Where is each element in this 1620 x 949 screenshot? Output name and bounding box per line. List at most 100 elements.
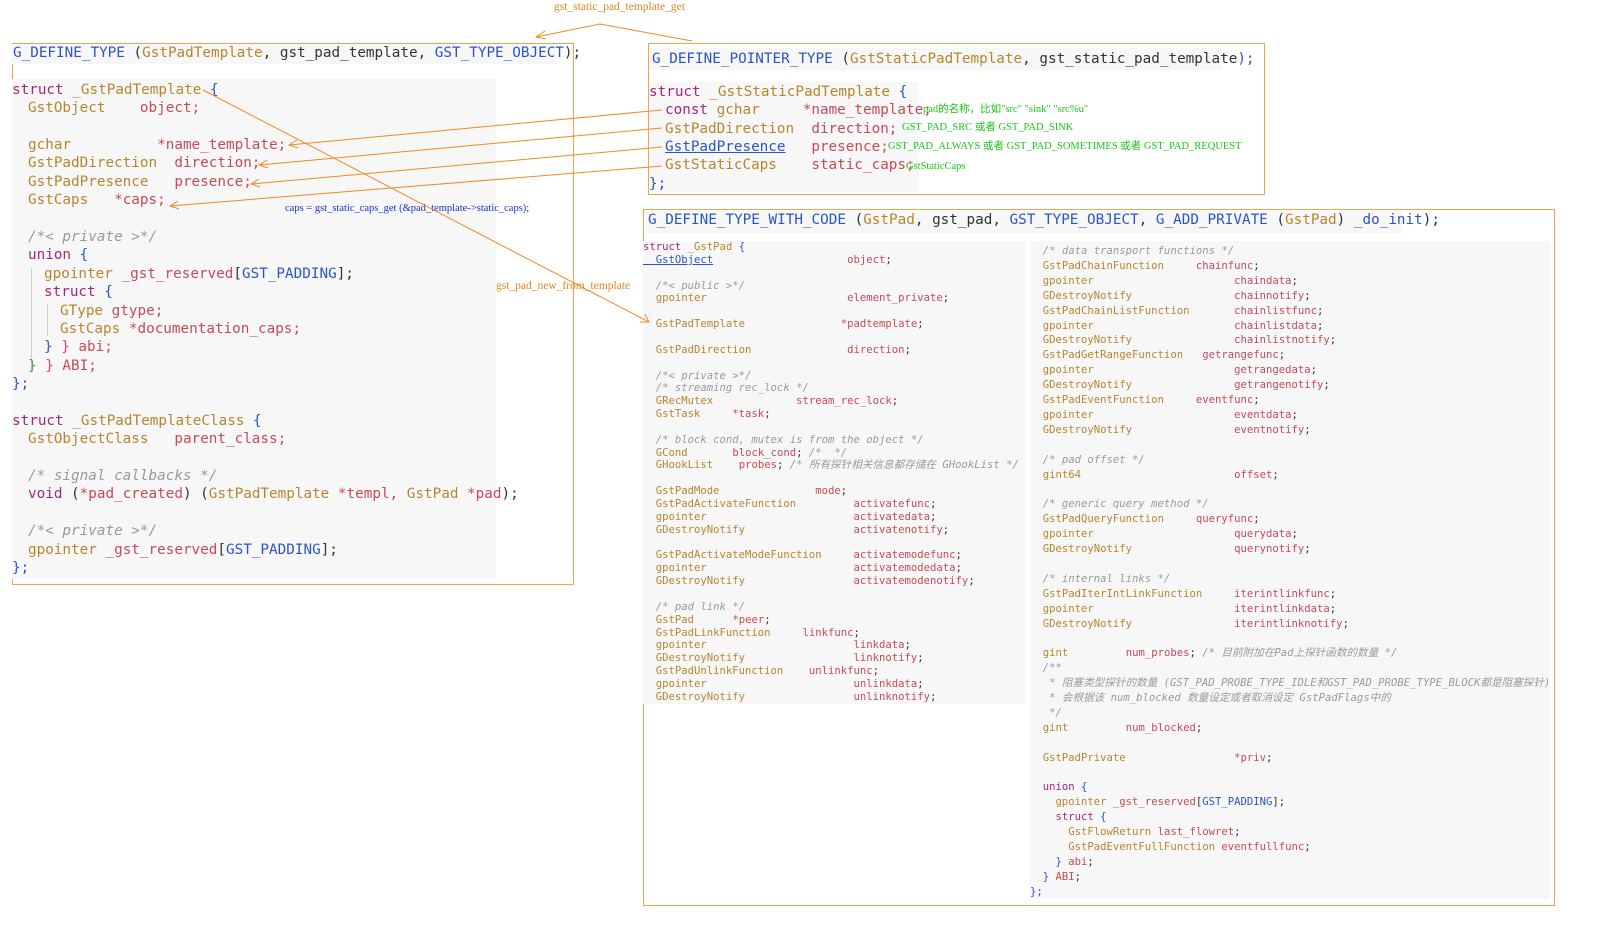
code-token: ; (1291, 274, 1298, 287)
presence-arrow (250, 146, 663, 185)
field-presence: GstPadPresence presence; (28, 174, 252, 190)
code-token: offset (1234, 468, 1273, 481)
g-define-type-with-code-line: G_DEFINE_TYPE_WITH_CODE (GstPad, gst_pad… (648, 212, 1440, 228)
code-token: } (1030, 855, 1069, 868)
field-direction: GstPadDirection direction; (28, 155, 261, 171)
code-token: { (732, 241, 746, 253)
static-caps-note: GstStaticCaps (906, 161, 966, 172)
code-line: gpointer chainlistdata; (1030, 319, 1324, 332)
code-token: activatemodefunc (853, 549, 956, 562)
code-token: union (1030, 781, 1075, 794)
code-line: GstPadDirection direction; (643, 343, 911, 356)
static-field-direction: GstPadDirection direction; (665, 121, 898, 137)
code-token: linknotify (853, 652, 918, 665)
code-token: struct (643, 241, 688, 253)
field-gtype: GType gtype; (60, 303, 164, 319)
code-line: } ABI; (1030, 870, 1082, 883)
code-line: */ (1030, 708, 1062, 719)
code-line: gpointer unlinkdata; (643, 679, 924, 690)
code-token: ; (917, 318, 924, 331)
code-token: ; (840, 485, 848, 498)
code-token: ; (942, 292, 950, 305)
code-token: GDestroyNotify (1030, 423, 1133, 436)
code-line: gpointer chaindata; (1030, 274, 1298, 287)
name-template-note: pad的名称，比如"src" "sink" "src%u" (923, 104, 1089, 115)
code-token: ; (1278, 349, 1286, 362)
code-token: chaindata (1234, 274, 1292, 287)
code-token: gpointer (1030, 796, 1107, 809)
code-token: /* block cond, mutex is from the object … (643, 433, 924, 446)
code-line: gpointer activatedata; (643, 512, 937, 523)
code-token: GDestroyNotify (1030, 289, 1133, 302)
code-token: GstPadPrivate (1030, 751, 1126, 764)
code-token: GstPadActivateModeFunction (643, 549, 822, 562)
code-token: eventfullfunc (1214, 841, 1305, 853)
code-line: gpointer eventdata; (1030, 410, 1298, 421)
code-token: num_probes (1125, 647, 1190, 660)
code-token: GstPadLinkFunction (643, 626, 771, 639)
signal-callbacks-comment: /* signal callbacks */ (28, 468, 218, 484)
field-object: GstObject object; (28, 100, 201, 116)
code-token: chainlistfunc (1234, 304, 1318, 317)
code-token: /*< private >*/ (643, 369, 752, 382)
code-line: GstPadLinkFunction linkfunc; (643, 626, 860, 639)
code-line: /*< private >*/ (643, 369, 752, 382)
code-token: ; (917, 652, 924, 665)
code-token: activatemodedata (853, 562, 956, 575)
code-token: ; (1266, 751, 1273, 764)
code-token: ABI (1055, 870, 1075, 883)
field-gst-reserved: gpointer _gst_reserved[GST_PADDING]; (44, 266, 354, 282)
code-line: gint num_probes; /* 目前附加在Pad上探针函数的数量 */ (1030, 647, 1398, 660)
code-token: GDestroyNotify (1030, 543, 1133, 555)
code-token: ; (1329, 587, 1337, 600)
code-token: /* pad link */ (643, 600, 746, 613)
code-token: ; (872, 665, 880, 678)
code-token: GstPadGetRangeFunction (1030, 349, 1184, 362)
code-line: GDestroyNotify chainnotify; (1030, 289, 1311, 302)
code-token: GDestroyNotify (643, 523, 746, 536)
code-token: ; (955, 549, 962, 562)
code-token: struct (1030, 811, 1094, 824)
code-token: getrangefunc (1202, 349, 1279, 362)
field-pad-created: void (*pad_created) (GstPadTemplate *tem… (28, 486, 519, 502)
code-token: /*< public >*/ (643, 279, 746, 292)
code-line: GRecMutex stream_rec_lock; (643, 396, 898, 407)
code-token: ; (1317, 319, 1324, 332)
static-pad-template-box (648, 43, 1265, 195)
code-line: GstPadIterIntLinkFunction iterintlinkfun… (1030, 587, 1337, 600)
code-line: GHookList probes; /* 所有探针相关信息都存储在 GHookL… (643, 460, 1019, 471)
code-line: GDestroyNotify iterintlinknotify; (1030, 618, 1349, 630)
code-token: ; (1317, 304, 1324, 317)
code-token: eventdata (1234, 408, 1292, 421)
field-documentation-caps: GstCaps *documentation_caps; (60, 321, 302, 337)
pad-new-from-template-label: gst_pad_new_from_template (496, 280, 631, 292)
code-line: GstPadTemplate *padtemplate; (643, 319, 924, 330)
direction-note: GST_PAD_SRC 或者 GST_PAD_SINK (902, 122, 1074, 133)
class-struct-close: }; (12, 560, 30, 576)
code-token: GST_PADDING (1202, 796, 1273, 809)
pad-template-struct-bg (12, 79, 496, 579)
code-token: gpointer (1030, 364, 1094, 377)
code-line: GstPadPrivate *priv; (1030, 751, 1273, 764)
code-token: num_blocked (1125, 721, 1196, 734)
code-token: /** (1030, 662, 1062, 675)
union-decl: union { (28, 247, 89, 263)
code-token: gpointer (643, 562, 707, 575)
code-token: ; (1074, 870, 1082, 883)
code-token: GstPadQueryFunction (1030, 513, 1164, 526)
code-token: _gst_reserved (1106, 796, 1196, 809)
code-line: GCond block_cond; /* */ (643, 447, 847, 459)
code-token: ; (1304, 423, 1311, 436)
code-token: /* 所有探针相关信息都存储在 GHookList */ (789, 459, 1019, 472)
code-token: *task (732, 408, 765, 421)
code-token: GstPadTemplate (643, 318, 746, 331)
code-line: gpointer getrangedata; (1030, 365, 1317, 376)
code-token: ]; (1272, 796, 1286, 809)
code-token: ; (1304, 289, 1311, 302)
code-token: gpointer (1030, 408, 1094, 421)
caps-arrow (169, 165, 663, 207)
arrowhead (257, 159, 269, 169)
code-token: direction (847, 343, 905, 356)
private-comment: /*< private >*/ (28, 229, 158, 245)
pad-define-bg (646, 211, 1402, 233)
